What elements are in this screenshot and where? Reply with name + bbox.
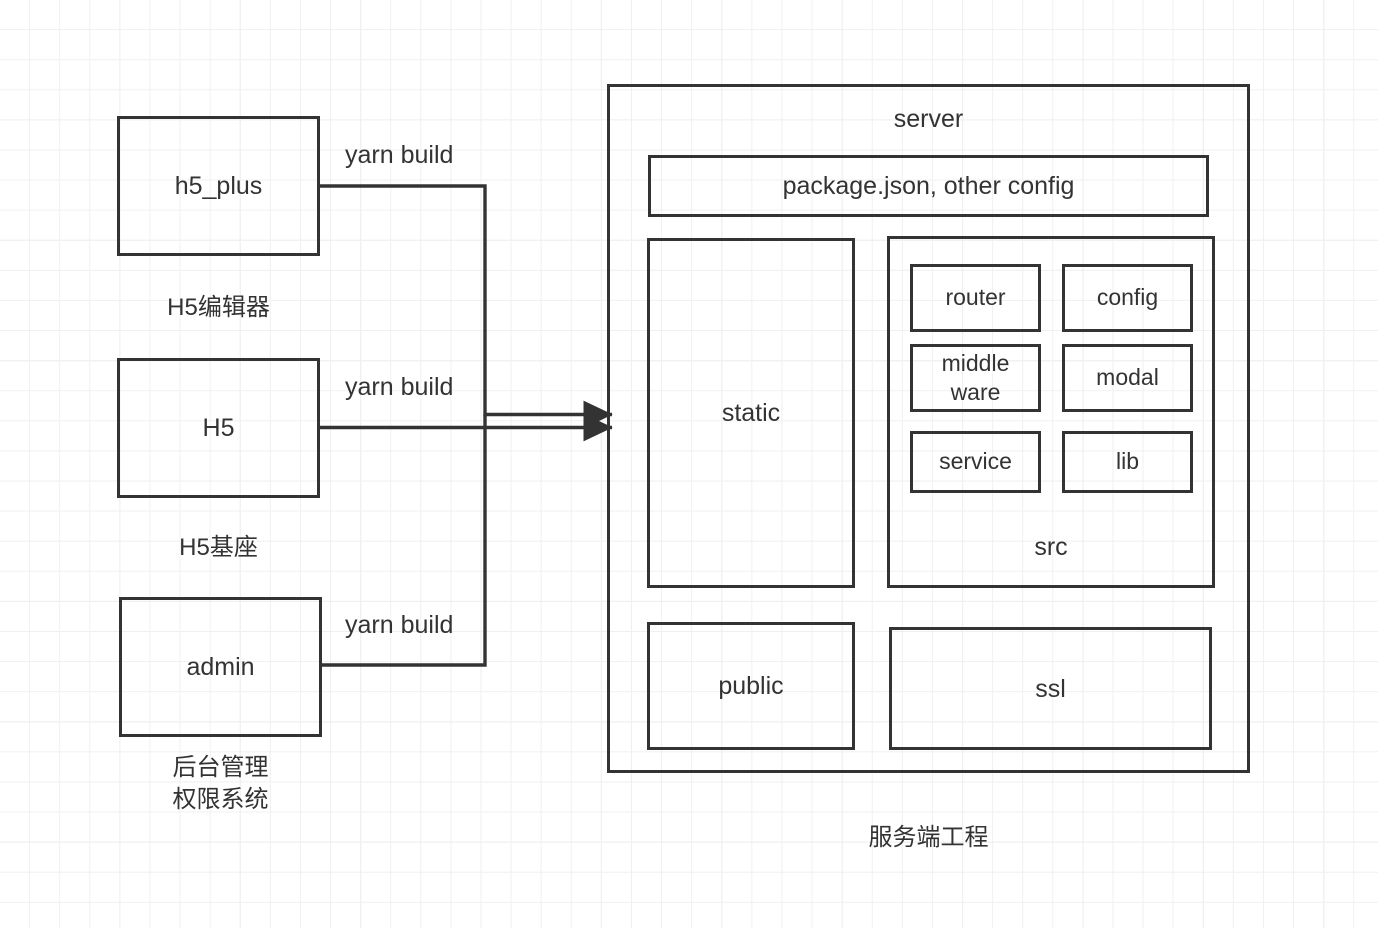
edge-label-h5: yarn build (345, 373, 454, 401)
node-modal-label: modal (1096, 364, 1159, 391)
edge-label-admin: yarn build (345, 611, 454, 639)
node-src-container[interactable] (887, 236, 1215, 588)
node-config[interactable]: config (1062, 264, 1193, 332)
node-middleware-label: middle ware (941, 349, 1010, 405)
node-h5[interactable]: H5 (117, 358, 320, 498)
node-ssl[interactable]: ssl (889, 627, 1212, 750)
node-h5-plus[interactable]: h5_plus (117, 116, 320, 256)
node-ssl-label: ssl (1035, 674, 1066, 703)
src-title: src (1034, 533, 1068, 561)
caption-h5: H5基座 (179, 534, 258, 561)
node-static-label: static (721, 399, 781, 427)
node-service-label: service (939, 448, 1012, 475)
edge-label-h5-plus: yarn build (345, 141, 454, 169)
node-modal[interactable]: modal (1062, 344, 1193, 412)
caption-h5-plus: H5编辑器 (167, 294, 270, 321)
node-package-config-label: package.json, other config (782, 172, 1075, 200)
node-static[interactable]: static (647, 238, 855, 588)
node-config-label: config (1096, 284, 1159, 311)
node-lib[interactable]: lib (1062, 431, 1193, 493)
node-server-container[interactable] (607, 84, 1250, 773)
node-h5-label: H5 (202, 414, 235, 442)
node-package-config[interactable]: package.json, other config (648, 155, 1209, 217)
node-lib-label: lib (1115, 448, 1139, 475)
node-public[interactable]: public (647, 622, 855, 750)
node-service[interactable]: service (910, 431, 1041, 493)
node-admin[interactable]: admin (119, 597, 322, 737)
server-title: server (893, 105, 964, 133)
node-public-label: public (718, 672, 784, 700)
node-h5-plus-label: h5_plus (174, 172, 263, 200)
node-admin-label: admin (186, 653, 255, 681)
caption-server: 服务端工程 (868, 824, 989, 851)
node-router-label: router (945, 284, 1006, 311)
caption-admin: 后台管理 权限系统 (172, 754, 269, 813)
node-middleware[interactable]: middle ware (910, 344, 1041, 412)
node-router[interactable]: router (910, 264, 1041, 332)
